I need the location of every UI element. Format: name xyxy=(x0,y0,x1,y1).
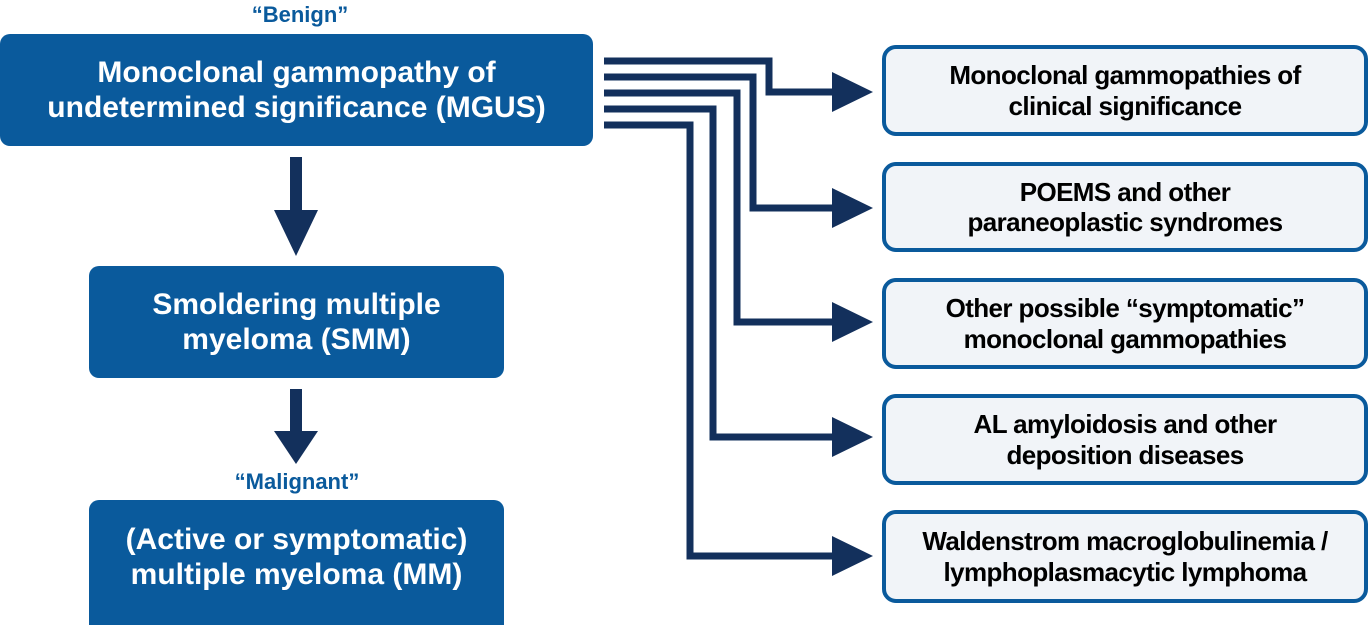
mgus-box: Monoclonal gammopathy of undetermined si… xyxy=(0,34,593,146)
condition-box-mgcs: Monoclonal gammopathies of clinical sign… xyxy=(882,45,1368,136)
connector-mgcs xyxy=(604,57,836,96)
arrow-right-icon xyxy=(832,72,873,112)
connector-al-amyloidosis xyxy=(604,105,836,441)
condition-box-waldenstrom: Waldenstrom macroglobulinemia / lymphopl… xyxy=(882,510,1368,603)
condition-text: Monoclonal gammopathies of clinical sign… xyxy=(949,60,1301,121)
condition-text: POEMS and other paraneoplastic syndromes xyxy=(967,176,1283,237)
arrow-mgus-to-smm xyxy=(274,157,318,256)
condition-box-al-amyloidosis: AL amyloidosis and other deposition dise… xyxy=(882,394,1368,485)
condition-box-symptomatic: Other possible “symptomatic” monoclonal … xyxy=(882,278,1368,369)
benign-label: “Benign” xyxy=(251,2,349,27)
arrow-down-icon xyxy=(274,210,318,256)
condition-text: Waldenstrom macroglobulinemia / lymphopl… xyxy=(922,526,1328,587)
mm-box: (Active or symptomatic) multiple myeloma… xyxy=(89,500,504,625)
connector-waldenstrom xyxy=(604,121,836,560)
arrow-right-icon xyxy=(832,302,873,342)
arrow-shaft xyxy=(290,389,302,433)
mgus-text: Monoclonal gammopathy of undetermined si… xyxy=(47,55,546,124)
malignant-label: “Malignant” xyxy=(234,469,360,494)
smm-box: Smoldering multiple myeloma (SMM) xyxy=(89,266,504,378)
smm-text: Smoldering multiple myeloma (SMM) xyxy=(152,287,441,356)
arrow-right-icon xyxy=(832,417,873,457)
connector-symptomatic xyxy=(604,89,836,326)
condition-text: AL amyloidosis and other deposition dise… xyxy=(973,409,1278,470)
arrow-right-icon xyxy=(832,536,873,576)
condition-text: Other possible “symptomatic” monoclonal … xyxy=(945,293,1305,354)
arrow-shaft xyxy=(290,157,302,212)
mm-text: (Active or symptomatic) multiple myeloma… xyxy=(125,523,468,592)
condition-box-poems: POEMS and other paraneoplastic syndromes xyxy=(882,162,1368,252)
arrow-smm-to-mm xyxy=(274,389,318,464)
connector-poems xyxy=(604,73,836,212)
arrow-down-icon xyxy=(274,431,318,464)
arrow-right-icon xyxy=(832,188,873,228)
